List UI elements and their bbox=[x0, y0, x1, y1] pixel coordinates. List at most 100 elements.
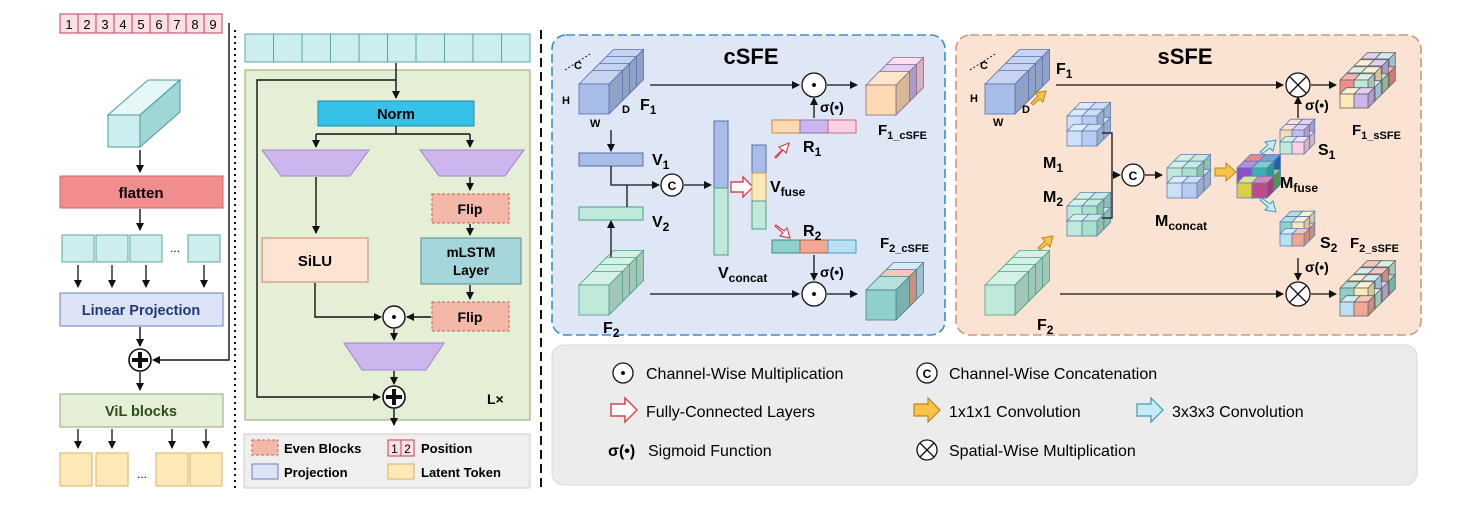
ssfe-m1-cube bbox=[1066, 101, 1112, 147]
legend-channel-concat: Channel-Wise Concatenation bbox=[949, 366, 1157, 383]
legend-latent-token: Latent Token bbox=[421, 465, 501, 480]
legend-right-panel bbox=[551, 344, 1418, 486]
csfe-v2-bar bbox=[578, 206, 644, 221]
ssfe-spatial-multiply-top-icon bbox=[1285, 72, 1311, 98]
projection-trapezoid-bottom bbox=[343, 342, 445, 371]
ssfe-title: sSFE bbox=[1157, 44, 1212, 69]
legend-channel-mult: Channel-Wise Multiplication bbox=[646, 366, 843, 383]
norm-box bbox=[317, 100, 475, 127]
position-index: 6 bbox=[155, 17, 162, 32]
csfe-out1-label: F1_cSFE bbox=[878, 122, 927, 142]
position-index: 7 bbox=[173, 17, 180, 32]
legend-spatial-mult-icon bbox=[916, 439, 938, 461]
csfe-r1-label: R1 bbox=[803, 139, 822, 159]
ssfe-f2-label: F2 bbox=[1037, 317, 1054, 337]
legend-sigmoid-symbol: σ(•) bbox=[608, 443, 635, 460]
svg-text:C: C bbox=[923, 367, 932, 381]
csfe-v1-label: V1 bbox=[652, 152, 670, 172]
csfe-fc-arrow-up-icon bbox=[774, 141, 790, 159]
csfe-f2-cube bbox=[578, 249, 645, 316]
vil-block-detail: Norm Flip SiLU mLSTM Layer Flip bbox=[243, 33, 531, 489]
ssfe-s2-cube bbox=[1279, 210, 1316, 247]
csfe-vconcat-label: Vconcat bbox=[718, 265, 767, 285]
linear-projection-label: Linear Projection bbox=[82, 303, 200, 319]
legend-channel-mult-icon bbox=[612, 362, 634, 384]
svg-text:C: C bbox=[668, 179, 677, 193]
silu-label: SiLU bbox=[298, 253, 332, 270]
projection-trapezoid-left bbox=[261, 149, 370, 177]
legend-conv3: 3x3x3 Convolution bbox=[1172, 404, 1304, 421]
position-index: 3 bbox=[101, 17, 108, 32]
csfe-concat-icon: C bbox=[660, 173, 684, 197]
csfe-vfuse-label: Vfuse bbox=[770, 179, 806, 199]
legend-spatial-mult: Spatial-Wise Multiplication bbox=[949, 443, 1136, 460]
csfe-axis-h: H bbox=[562, 95, 570, 107]
ssfe-sigma-bottom: σ(•) bbox=[1305, 259, 1329, 275]
ssfe-conv3-arrow-up-icon bbox=[1259, 139, 1277, 155]
legend-position: Position bbox=[421, 441, 472, 456]
ssfe-s1-label: S1 bbox=[1318, 142, 1336, 162]
input-volume-icon bbox=[106, 78, 182, 149]
flatten-label: flatten bbox=[119, 185, 164, 202]
legend-conv3-arrow-icon bbox=[1136, 396, 1164, 424]
ssfe-output-1-cube bbox=[1339, 51, 1397, 109]
csfe-multiply-bottom-icon bbox=[801, 281, 827, 307]
position-index: 2 bbox=[83, 17, 90, 32]
ssfe-axis-w: W bbox=[993, 117, 1004, 129]
repeat-label: L× bbox=[487, 391, 504, 407]
ssfe-m2-label: M2 bbox=[1043, 189, 1063, 209]
position-index: 9 bbox=[209, 17, 216, 32]
ssfe-conv3-arrow-down-icon bbox=[1259, 197, 1277, 213]
csfe-title: cSFE bbox=[723, 44, 778, 69]
ssfe-axis-h: H bbox=[970, 93, 978, 105]
legend-sigmoid: Sigmoid Function bbox=[648, 443, 772, 460]
legend-position-glyph-1: 1 bbox=[391, 442, 398, 456]
add-icon bbox=[128, 348, 152, 372]
legend-fc-layers: Fully-Connected Layers bbox=[646, 404, 815, 421]
vil-blocks-label: ViL blocks bbox=[105, 404, 177, 420]
legend-right: Channel-Wise Multiplication C Channel-Wi… bbox=[551, 344, 1418, 486]
csfe-output-1-cube bbox=[865, 56, 925, 116]
legend-position-glyph-2: 2 bbox=[404, 442, 411, 456]
token-ellipsis: ... bbox=[170, 241, 180, 255]
ssfe-f1-cube bbox=[984, 48, 1051, 115]
flip-top-box bbox=[431, 193, 510, 224]
csfe-vconcat-bottom bbox=[713, 187, 729, 256]
legend-conv1: 1x1x1 Convolution bbox=[949, 404, 1081, 421]
linear-projection-box bbox=[59, 292, 224, 327]
ssfe-mfuse-label: Mfuse bbox=[1280, 175, 1318, 195]
ssfe-sigma-top: σ(•) bbox=[1305, 97, 1329, 113]
csfe-axis-c: C bbox=[574, 60, 582, 72]
csfe-axis-d: D bbox=[622, 104, 630, 116]
block-input-token-row bbox=[244, 33, 531, 63]
ssfe-out2-label: F2_sSFE bbox=[1350, 235, 1399, 255]
csfe-fc-arrow-icon bbox=[730, 175, 754, 199]
position-index: 1 bbox=[65, 17, 72, 32]
legend-channel-concat-icon: C bbox=[916, 362, 938, 384]
latent-ellipsis: ... bbox=[137, 467, 147, 481]
latent-token-row: ... bbox=[59, 452, 223, 487]
mlstm-box bbox=[420, 237, 522, 285]
csfe-v1-bar bbox=[578, 152, 644, 167]
ssfe-concat-icon: C bbox=[1121, 163, 1145, 187]
flip-bottom-label: Flip bbox=[458, 309, 483, 325]
ssfe-mfuse-cube bbox=[1236, 153, 1282, 199]
add-icon-block bbox=[382, 385, 406, 409]
ssfe-output-2-cube bbox=[1339, 259, 1397, 317]
position-index: 5 bbox=[137, 17, 144, 32]
ssfe-mconcat-label: Mconcat bbox=[1155, 213, 1207, 233]
csfe-vconcat-top bbox=[713, 120, 729, 189]
csfe-sigma-bottom: σ(•) bbox=[820, 264, 844, 280]
position-index: 4 bbox=[119, 17, 126, 32]
ssfe-f1-label: F1 bbox=[1056, 61, 1073, 81]
legend-fc-arrow-icon bbox=[610, 396, 639, 424]
csfe-multiply-top-icon bbox=[801, 72, 827, 98]
patch-token-row: ... bbox=[61, 234, 221, 263]
flip-top-label: Flip bbox=[458, 201, 483, 217]
ssfe-m1-label: M1 bbox=[1043, 155, 1063, 175]
flatten-box bbox=[59, 175, 224, 209]
silu-box bbox=[261, 237, 369, 283]
legend-left-panel bbox=[243, 433, 531, 489]
